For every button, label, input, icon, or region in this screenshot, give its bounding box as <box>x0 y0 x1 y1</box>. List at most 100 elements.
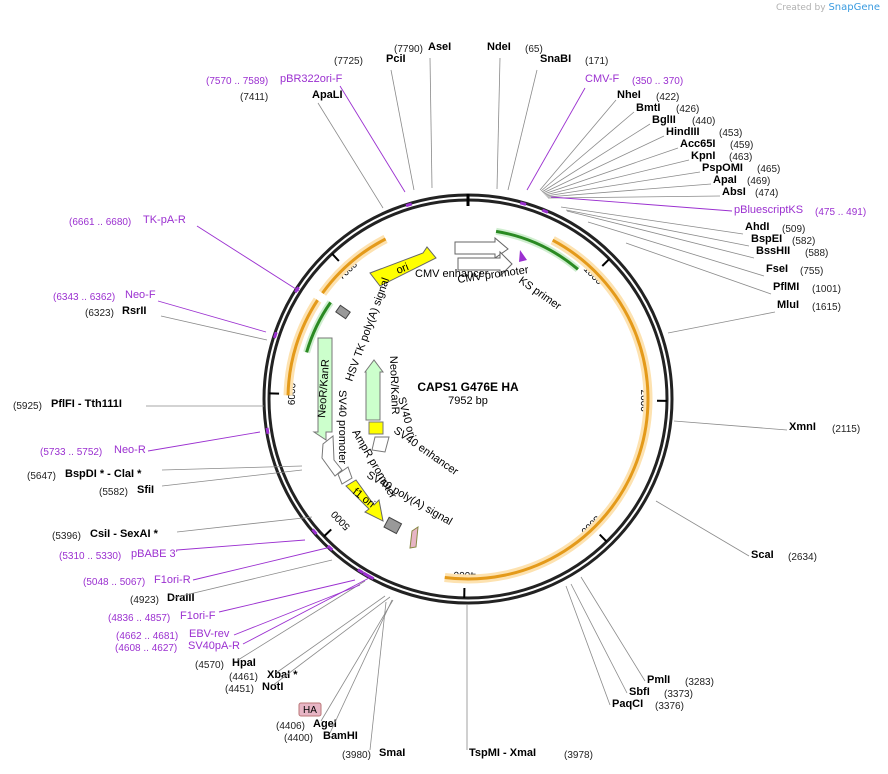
site-connector <box>570 583 628 694</box>
site-nhei-pos: (422) <box>656 92 679 103</box>
site-connector <box>655 500 750 557</box>
site-connector <box>560 206 744 235</box>
primer-marker <box>362 571 370 578</box>
site-scai-pos: (2634) <box>788 552 817 563</box>
site-apai-pos: (469) <box>747 176 770 187</box>
primer-marker <box>367 574 375 581</box>
site-connector <box>547 195 721 199</box>
cmv-enhancer-label: CMV enhancer <box>415 268 489 280</box>
site-csii-sexai-pos: (5396) <box>52 531 81 542</box>
primer-f1ori-r-range: (5048 .. 5067) <box>83 577 145 588</box>
sv40-polya-label: SV40 poly(A) signal <box>365 469 455 528</box>
site-paqci: PaqCI <box>612 698 643 710</box>
site-hpai: HpaI <box>232 657 256 669</box>
primer-connector <box>218 579 356 613</box>
site-connector <box>369 601 387 751</box>
site-connector <box>271 596 391 687</box>
site-pspomi: PspOMI <box>702 162 743 174</box>
site-connector <box>176 516 313 533</box>
plasmid-length: 7952 bp <box>448 395 488 407</box>
site-apali-pos: (7411) <box>240 92 268 103</box>
site-connector <box>541 123 651 193</box>
site-smai: SmaI <box>379 747 405 759</box>
plasmid-name: CAPS1 G476E HA <box>417 380 519 394</box>
ha-tag-box <box>298 702 322 717</box>
sv40-promoter-outer-label: SV40 promoter <box>336 390 348 464</box>
site-bmti-pos: (426) <box>676 104 699 115</box>
primer-connector <box>147 431 261 452</box>
site-nhei: NheI <box>617 89 641 101</box>
site-asei-pos: (7790) <box>394 44 423 55</box>
site-tspmi-xmai-pos: (3978) <box>564 750 593 761</box>
site-sfii-pos: (5582) <box>99 487 128 498</box>
site-ndei: NdeI <box>487 41 511 53</box>
ruler-tick-label: 4000 <box>453 569 476 580</box>
primer-marker <box>294 286 300 294</box>
primer-connector <box>339 85 406 193</box>
site-snabi-pos: (171) <box>585 56 608 67</box>
neo-inner-feature <box>364 359 384 421</box>
primer-neo-r: Neo-R <box>114 444 146 456</box>
site-bglii-pos: (440) <box>692 116 715 127</box>
site-connector <box>625 242 772 295</box>
primer-cmv-f: CMV-F <box>585 73 620 85</box>
primer-connector <box>157 300 267 333</box>
neo-inner-label: NeoR/KanR <box>387 356 401 415</box>
sv40-enhancer-label: SV40 enhancer <box>391 425 460 479</box>
ruler-tick <box>323 528 332 538</box>
site-smai-pos: (3980) <box>342 750 371 761</box>
cmv-promoter-feature <box>457 250 513 278</box>
site-connector <box>237 580 366 661</box>
site-connector <box>275 595 386 674</box>
site-fsei-pos: (755) <box>800 266 823 277</box>
primer-marker <box>405 202 413 208</box>
site-acc65i: Acc65I <box>680 138 715 150</box>
site-connector <box>587 221 765 277</box>
site-connector <box>565 585 611 706</box>
primer-connector <box>550 196 733 212</box>
site-connector <box>160 315 268 341</box>
primer-tk-pa-r-range: (6661 .. 6680) <box>69 217 131 228</box>
site-connector <box>507 69 538 191</box>
site-hindiii: HindIII <box>666 126 700 138</box>
site-connector <box>161 465 303 471</box>
primer-f1ori-r: F1ori-R <box>154 574 191 586</box>
site-connector <box>320 599 394 722</box>
primer-pbr322ori-f-range: (7570 .. 7589) <box>206 76 268 87</box>
snapgene-logo: SnapGene <box>828 2 880 13</box>
site-draiii-pos: (4923) <box>130 595 159 606</box>
site-connector <box>429 57 433 189</box>
site-connector <box>496 57 501 190</box>
orf-left-halo <box>283 297 322 396</box>
site-connector <box>565 209 750 247</box>
site-sbfi: SbfI <box>629 686 650 698</box>
ruler-tick-label: 6000 <box>287 382 299 405</box>
site-connector <box>673 420 788 431</box>
primer-marker <box>357 568 364 575</box>
site-apali: ApaLI <box>312 89 343 101</box>
site-bsshii-pos: (588) <box>805 248 828 259</box>
site-connector <box>545 171 701 197</box>
ks-green-arc <box>495 229 579 271</box>
primer-pbr322ori-f: pBR322ori-F <box>280 73 343 85</box>
primer-ebv-rev: EBV-rev <box>189 628 230 640</box>
site-pflfi-tth111i-pos: (5925) <box>13 401 42 412</box>
primer-f1ori-f-range: (4836 .. 4857) <box>108 613 170 624</box>
site-xmni: XmnI <box>789 421 816 433</box>
site-noti: NotI <box>262 681 283 693</box>
site-connector <box>546 183 712 198</box>
hsv-tk-polya-feature <box>335 304 351 320</box>
primer-marker <box>265 427 270 435</box>
site-fsei: FseI <box>766 263 788 275</box>
site-pflmi: PflMI <box>773 281 799 293</box>
site-connector <box>329 599 393 734</box>
neo-outer-label: NeoR/KanR <box>316 359 332 418</box>
site-pflfi-tth111i: PflFI - Tth111I <box>51 398 122 410</box>
snapgene-credit: Created by SnapGene <box>776 2 880 13</box>
primer-cmv-f-range: (350 .. 370) <box>632 76 683 87</box>
sv40-ori-feature <box>368 421 384 435</box>
ori-label: ori <box>395 261 411 277</box>
site-rsrii: RsrII <box>122 305 146 317</box>
site-connector <box>667 311 776 334</box>
